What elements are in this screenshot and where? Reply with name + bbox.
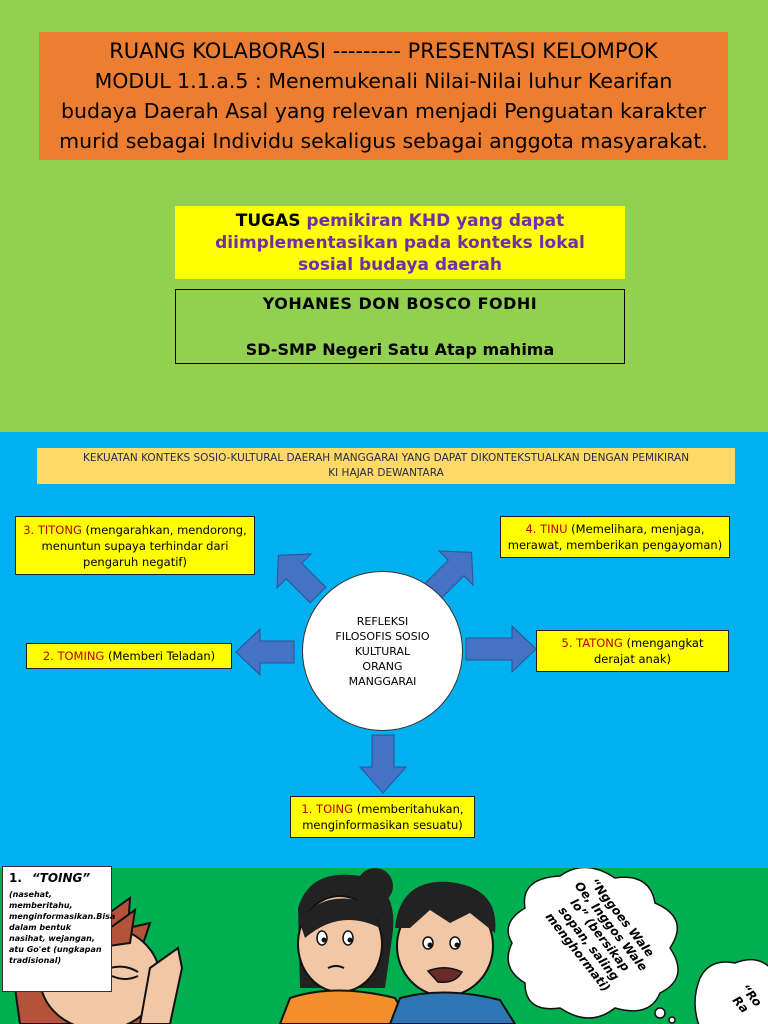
center-reflection-circle: REFLEKSI FILOSOFIS SOSIO KULTURAL ORANG … <box>302 571 463 731</box>
toming-desc-1: (Memberi Teladan) <box>104 649 216 663</box>
speech-bubble-1 <box>507 868 679 1024</box>
tatong-desc-2: derajat anak) <box>593 652 672 666</box>
context-banner: KEKUATAN KONTEKS SOSIO-KULTURAL DAERAH M… <box>37 448 735 484</box>
toming-head: 2. TOMING <box>42 649 105 663</box>
toing-caption-desc: (nasehat, memberitahu, menginformasikan.… <box>9 890 116 965</box>
banner-line-2: KI HAJAR DEWANTARA <box>328 467 444 479</box>
box-toming: 2. TOMING (Memberi Teladan) <box>26 643 232 669</box>
center-line-4: ORANG <box>362 659 403 673</box>
tinu-desc-1: (Memelihara, menjaga, <box>567 522 705 536</box>
toing-head: 1. TOING <box>301 802 354 816</box>
title-line-1: RUANG KOLABORASI --------- PRESENTASI KE… <box>109 39 658 63</box>
top-section: RUANG KOLABORASI --------- PRESENTASI KE… <box>0 0 768 432</box>
speech-bubble-2 <box>694 958 768 1024</box>
toing-caption-box: 1. “TOING” (nasehat, memberitahu, menginf… <box>2 866 116 992</box>
box-toing: 1. TOING (memberitahukan, menginformasik… <box>290 796 475 838</box>
toing-desc-2: menginformasikan sesuatu) <box>302 818 463 832</box>
box-titong: 3. TITONG (mengarahkan, mendorong, menun… <box>15 516 255 575</box>
toing-caption-number: 1. <box>9 871 22 885</box>
arrow-up-left <box>276 553 327 604</box>
title-line-2: MODUL 1.1.a.5 : Menemukenali Nilai-Nilai… <box>94 69 673 93</box>
center-line-2: FILOSOFIS SOSIO <box>335 629 430 643</box>
title-line-4: murid sebagai Individu sekaligus sebagai… <box>59 129 708 153</box>
module-title-box: RUANG KOLABORASI --------- PRESENTASI KE… <box>39 32 728 160</box>
arrow-up-right <box>423 550 474 601</box>
author-name: YOHANES DON BOSCO FODHI <box>262 294 538 313</box>
box-tinu: 4. TINU (Memelihara, menjaga, merawat, m… <box>500 516 730 558</box>
titong-desc-1: (mengarahkan, mendorong, <box>81 522 247 537</box>
comic-section: “Nggoes Wale Oe, Inggos Wale lo” (bersik… <box>0 868 768 1024</box>
center-line-1: REFLEKSI <box>356 614 409 628</box>
task-line-3: sosial budaya daerah <box>298 254 502 275</box>
titong-desc-2: menuntun supaya terhindar dari <box>41 538 229 553</box>
title-line-3: budaya Daerah Asal yang relevan menjadi … <box>60 99 707 123</box>
task-line-2: diimplementasikan pada konteks lokal <box>215 232 585 253</box>
task-label: TUGAS <box>235 210 301 231</box>
tinu-line-1: 4. TINU (Memelihara, menjaga, <box>501 521 729 537</box>
boy-right-illustration <box>388 881 517 1024</box>
toing-line-1: 1. TOING (memberitahukan, <box>291 801 474 817</box>
titong-head: 3. TITONG <box>23 522 82 537</box>
author-box: YOHANES DON BOSCO FODHI SD-SMP Negeri Sa… <box>175 289 625 364</box>
titong-line-1: 3. TITONG (mengarahkan, mendorong, <box>16 522 254 538</box>
toing-desc-1: (memberitahukan, <box>353 802 464 816</box>
tatong-desc-1: (mengangkat <box>622 636 704 650</box>
task-line-1: TUGAS pemikiran KHD yang dapat <box>175 210 625 232</box>
banner-line-1: KEKUATAN KONTEKS SOSIO-KULTURAL DAERAH M… <box>82 452 690 464</box>
arrow-down <box>358 734 408 794</box>
task-box: TUGAS pemikiran KHD yang dapat diimpleme… <box>175 206 625 279</box>
toing-caption-title: 1. “TOING” <box>9 871 90 885</box>
arrow-right <box>465 624 537 674</box>
box-tatong: 5. TATONG (mengangkat derajat anak) <box>536 630 729 672</box>
tatong-head: 5. TATONG <box>561 636 623 650</box>
center-line-3: KULTURAL <box>354 644 411 658</box>
author-school: SD-SMP Negeri Satu Atap mahima <box>245 340 555 359</box>
arrow-left <box>235 627 295 677</box>
center-line-5: MANGGARAI <box>348 674 417 688</box>
toming-line-1: 2. TOMING (Memberi Teladan) <box>27 648 231 664</box>
tatong-line-1: 5. TATONG (mengangkat <box>537 635 728 651</box>
tinu-head: 4. TINU <box>525 522 568 536</box>
task-line-1-rest: pemikiran KHD yang dapat <box>300 210 565 231</box>
girl-illustration <box>278 868 412 1024</box>
titong-desc-3: pengaruh negatif) <box>83 554 187 569</box>
toing-caption-term: “TOING” <box>31 871 91 885</box>
tinu-desc-2: merawat, memberikan pengayoman) <box>507 538 723 552</box>
